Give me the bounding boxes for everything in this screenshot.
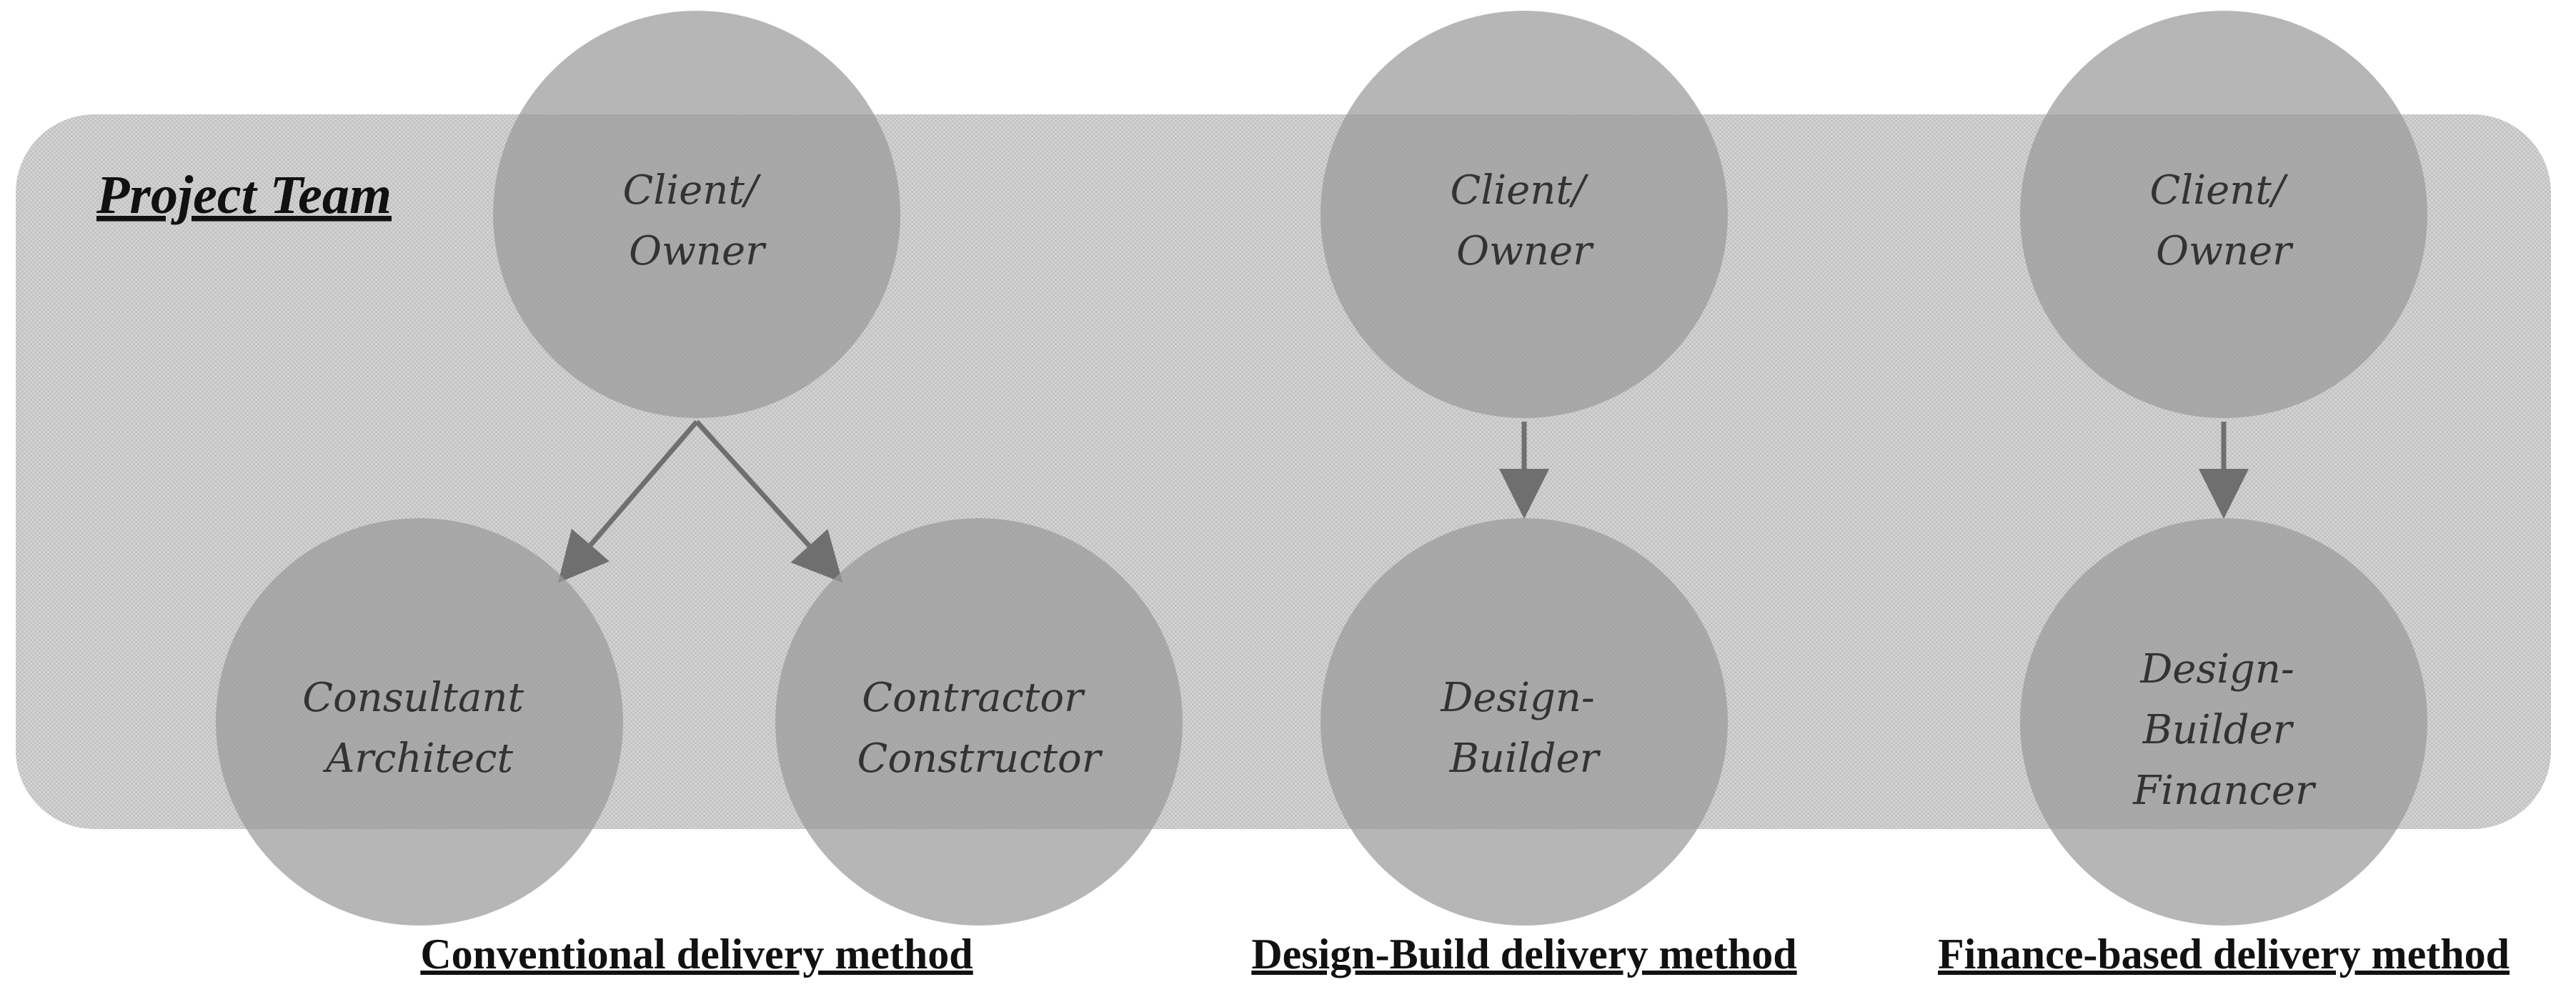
design-build-method-label: Design-Build delivery method [1251, 931, 1796, 978]
consultant-architect-node [216, 518, 623, 926]
connector-arrow [695, 420, 843, 583]
node-label: Design- Builder Financer [2132, 646, 2317, 814]
conventional-method-label: Conventional delivery method [420, 931, 973, 978]
node-label: Consultant Architect [302, 675, 537, 782]
project-team-label: Project Team [96, 165, 392, 225]
client-owner-node [2020, 11, 2427, 418]
node-label: Client/ Owner [2149, 167, 2297, 274]
design-builder-financer-node [2020, 518, 2427, 926]
client-owner-node [493, 11, 900, 418]
design-build-method-group: Client/ Owner Design- Builder Design-Bui… [1251, 11, 1797, 978]
node-label: Client/ Owner [1450, 167, 1598, 274]
design-builder-node [1321, 518, 1728, 926]
client-owner-node [1321, 11, 1728, 418]
connector-arrow [557, 420, 699, 583]
contractor-constructor-node [775, 518, 1183, 926]
node-label: Client/ Owner [622, 167, 770, 274]
conventional-method-group: Client/ Owner Consultant Architect Contr… [216, 11, 1183, 978]
finance-based-method-label: Finance-based delivery method [1938, 931, 2510, 978]
node-label: Design- Builder [1440, 675, 1607, 782]
finance-based-method-group: Client/ Owner Design- Builder Financer F… [1938, 11, 2510, 978]
node-label: Contractor Constructor [857, 675, 1103, 782]
